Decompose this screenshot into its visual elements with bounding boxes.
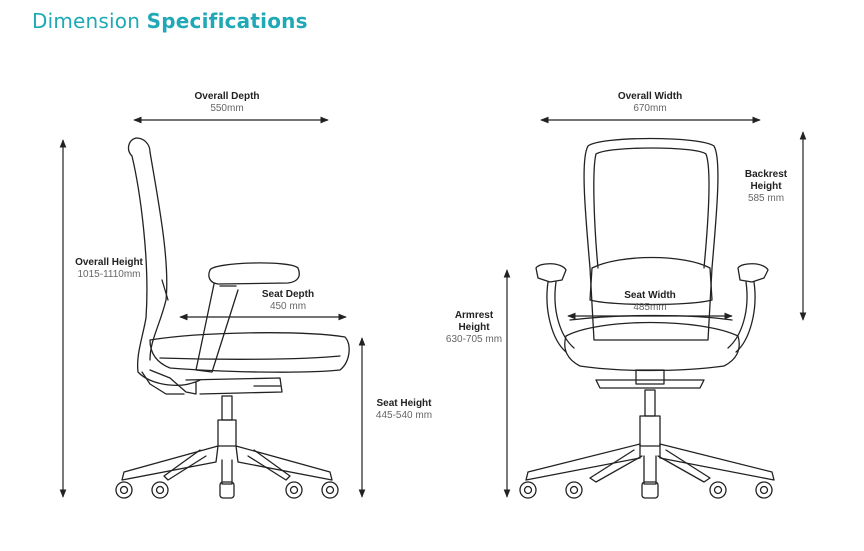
overall-height-value: 1015-1110mm (77, 269, 141, 280)
seat-width-label: Seat Width 485mm (610, 290, 690, 314)
side-view-chair (115, 137, 350, 499)
front-view-chair (519, 137, 775, 499)
seat-height-value: 445-540 mm (375, 410, 433, 421)
backrest-height-name-line2: Height (750, 181, 782, 192)
title-bold: Specifications (146, 9, 308, 33)
armrest-height-name-line1: Armrest (454, 310, 494, 321)
overall-width-label: Overall Width 670mm (595, 91, 705, 115)
overall-depth-name: Overall Depth (194, 91, 260, 102)
backrest-height-value: 585 mm (747, 193, 785, 204)
overall-height-label: Overall Height 1015-1110mm (66, 257, 152, 281)
seat-depth-label: Seat Depth 450 mm (248, 289, 328, 313)
seat-height-label: Seat Height 445-540 mm (366, 398, 442, 422)
overall-depth-value: 550mm (210, 103, 244, 114)
armrest-height-name-line2: Height (458, 322, 490, 333)
seat-height-name: Seat Height (376, 398, 432, 409)
overall-height-name: Overall Height (75, 257, 143, 268)
seat-width-name: Seat Width (624, 290, 676, 301)
overall-depth-label: Overall Depth 550mm (172, 91, 282, 115)
backrest-height-name-line1: Backrest (744, 169, 788, 180)
backrest-height-label: Backrest Height 585 mm (734, 169, 798, 205)
title-regular: Dimension (32, 9, 141, 33)
seat-width-value: 485mm (633, 302, 667, 313)
seat-depth-name: Seat Depth (261, 289, 315, 300)
page-title: Dimension Specifications (32, 8, 308, 34)
armrest-height-label: Armrest Height 630-705 mm (440, 310, 508, 346)
overall-width-name: Overall Width (617, 91, 683, 102)
overall-width-value: 670mm (633, 103, 667, 114)
armrest-height-value: 630-705 mm (445, 334, 503, 345)
seat-depth-value: 450 mm (269, 301, 307, 312)
